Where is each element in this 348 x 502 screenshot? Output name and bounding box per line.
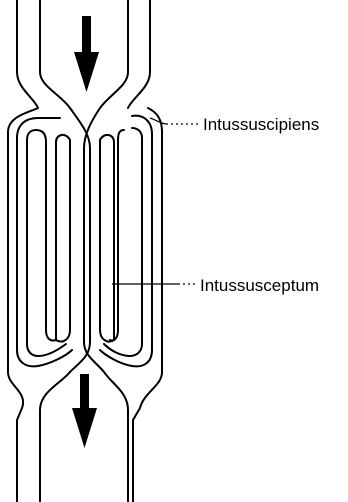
right-outer-wall <box>128 0 162 502</box>
intussuscipiens-label: Intussuscipiens <box>203 116 319 133</box>
intussuscipiens-leader <box>150 118 198 124</box>
left-fold-outer <box>17 118 72 366</box>
arrow-down-icon <box>74 16 99 92</box>
left-outer-wall <box>8 0 38 502</box>
right-fold-middle <box>104 128 142 356</box>
intussusceptum-label: Intussusceptum <box>200 277 319 294</box>
right-fold-inner <box>110 130 124 341</box>
left-intussusceptum-wall <box>56 135 70 342</box>
right-fold-outer <box>100 116 152 367</box>
arrow-down-icon <box>72 374 97 448</box>
right-intussusceptum-wall <box>100 135 114 342</box>
